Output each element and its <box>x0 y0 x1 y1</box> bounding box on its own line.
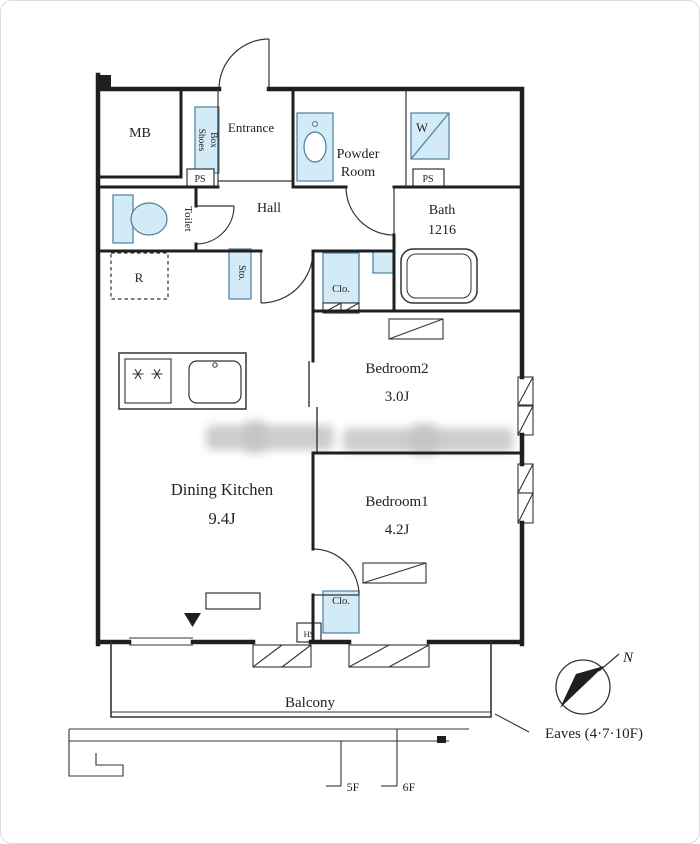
washing-machine-diagonal <box>410 112 450 160</box>
wet-areas <box>112 106 450 634</box>
floor-6f-label: 6F <box>403 780 416 794</box>
compass-line <box>598 653 620 672</box>
dk-window-icon <box>129 637 193 646</box>
eaves-mark <box>437 736 446 743</box>
windows <box>129 302 534 668</box>
closet-upper-box <box>322 252 360 304</box>
fixtures <box>110 168 478 643</box>
shoes-box <box>194 106 220 174</box>
mb-label: MB <box>129 126 151 141</box>
thin-partitions <box>217 89 407 187</box>
eaves-lines <box>68 713 530 787</box>
bedroom2-name-label: Bedroom2 <box>365 361 428 377</box>
compass-needle-icon <box>560 666 604 708</box>
toilet-tank <box>112 194 134 244</box>
toilet-door <box>195 205 235 245</box>
floor-5f-label: 5F <box>347 780 360 794</box>
bedroom2-window-icon <box>517 376 534 436</box>
bath-label-1: Bath <box>429 203 455 218</box>
dk-size-label: 9.4J <box>208 509 236 528</box>
corner-column <box>98 75 111 89</box>
walls-inner <box>96 87 524 644</box>
ps-left-label: PS <box>194 174 205 185</box>
hall-dk-door <box>260 250 314 304</box>
washer-label: W <box>416 121 428 135</box>
compass-n-label: N <box>622 650 634 666</box>
bedroom2-size-label: 3.0J <box>385 389 410 405</box>
labels: MB Shoes Box Entrance Powder Room W PS P… <box>129 120 643 794</box>
burner-icon <box>132 368 163 380</box>
ps-right-label: PS <box>422 174 433 185</box>
kitchen-sink <box>188 360 242 404</box>
shoes-box-label-1: Shoes <box>196 129 206 152</box>
fridge-label: R <box>135 270 144 285</box>
dk-bedroom2-sliding-door <box>308 361 318 453</box>
sink-faucet <box>212 362 218 368</box>
bath-label-2: 1216 <box>428 223 456 238</box>
closet-lower-box <box>322 590 360 634</box>
bedroom1-door <box>312 548 360 596</box>
dk-name-label: Dining Kitchen <box>171 480 273 499</box>
bedroom1-name-label: Bedroom1 <box>365 494 428 510</box>
bath-counter <box>372 250 394 274</box>
bathtub-inner <box>406 253 472 299</box>
toilet-bowl <box>130 202 168 236</box>
compass-circle <box>555 659 611 715</box>
bath-door <box>345 186 395 236</box>
stove <box>124 358 172 404</box>
hs-label: HS <box>304 629 315 639</box>
balcony-label: Balcony <box>285 695 335 711</box>
dk-cabinet <box>205 592 261 610</box>
entrance-label: Entrance <box>228 120 274 135</box>
walls-outer <box>95 72 525 647</box>
closet-lower-label: Clo. <box>332 596 350 607</box>
hall-label: Hall <box>257 201 281 216</box>
vanity-faucet <box>312 120 319 127</box>
toilet-label: Toilet <box>182 206 194 232</box>
shoes-box-label-2: Box <box>208 132 218 148</box>
drain-hook <box>68 729 124 777</box>
powder-room-label-1: Powder <box>337 147 380 162</box>
powder-room-label-2: Room <box>341 165 375 180</box>
bedroom1-closet-door-icon <box>362 562 427 584</box>
storage-label: Sto. <box>236 265 247 281</box>
balcony-slider-left-icon <box>252 644 312 668</box>
eaves-leader-line <box>494 713 530 733</box>
dk-triangle-marker <box>184 613 201 627</box>
entrance-door <box>218 38 270 90</box>
closet-upper-label: Clo. <box>332 284 350 295</box>
compass <box>555 653 620 715</box>
bedroom1-size-label: 4.2J <box>385 522 410 538</box>
balcony-outline <box>110 642 492 718</box>
watermark <box>206 421 513 455</box>
bedroom1-window-icon <box>517 463 534 524</box>
fridge-space <box>110 252 169 300</box>
eaves-note-label: Eaves (4·7·10F) <box>545 726 643 742</box>
bedroom2-closet-door-icon <box>388 318 444 340</box>
vanity-bowl <box>303 131 327 163</box>
storage-box <box>228 248 252 300</box>
balcony-slider-right-icon <box>348 644 430 668</box>
